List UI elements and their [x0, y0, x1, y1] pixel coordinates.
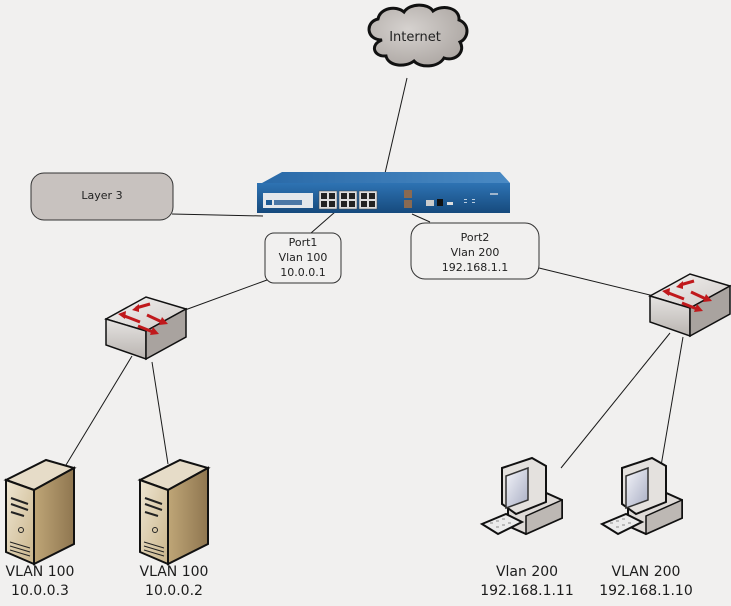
- link-port1-firewall: [310, 211, 336, 234]
- link-port2-right-switch: [538, 267, 655, 297]
- firewall-icon: [257, 172, 510, 213]
- port2-box: [410, 222, 540, 280]
- port1-box: [264, 232, 342, 284]
- link-port1-left-switch: [184, 279, 268, 311]
- workstation1-label: Vlan 200 192.168.1.11: [477, 563, 577, 601]
- link-right-switch-pc2: [660, 336, 684, 467]
- server2-vlan: VLAN 100: [139, 564, 209, 580]
- link-internet-firewall: [382, 77, 408, 183]
- port1-name: Port1: [288, 236, 318, 249]
- port1-ip: 10.0.0.1: [280, 266, 326, 279]
- port2-label: Port2 Vlan 200 192.168.1.1: [411, 230, 539, 275]
- server1-ip: 10.0.0.3: [11, 583, 69, 599]
- port2-ip: 192.168.1.1: [441, 261, 509, 274]
- server-icon: [137, 458, 211, 566]
- server1-label: VLAN 100 10.0.0.3: [0, 563, 80, 601]
- link-left-switch-server2: [151, 361, 169, 465]
- workstation2-vlan: VLAN 200: [611, 564, 681, 580]
- link-port2-firewall: [411, 213, 431, 223]
- layer3-label: Layer 3: [81, 189, 123, 202]
- port1-label: Port1 Vlan 100 10.0.0.1: [265, 235, 341, 280]
- server2-ip: 10.0.0.2: [145, 583, 203, 599]
- workstation2-ip: 192.168.1.10: [599, 583, 693, 599]
- server1-vlan: VLAN 100: [5, 564, 75, 580]
- port2-vlan: Vlan 200: [450, 246, 500, 259]
- left-switch-icon: [104, 296, 188, 361]
- internet-label: Internet: [389, 30, 441, 45]
- port2-name: Port2: [460, 231, 490, 244]
- workstation-icon: [479, 456, 563, 536]
- workstation2-label: VLAN 200 192.168.1.10: [596, 563, 696, 601]
- layer3-box: [30, 172, 174, 221]
- link-right-switch-pc1: [560, 332, 671, 469]
- server-icon: [3, 458, 77, 566]
- workstation1-vlan: Vlan 200: [495, 564, 559, 580]
- link-layer3-firewall: [171, 213, 264, 217]
- internet-cloud-icon: [367, 3, 469, 68]
- right-switch-icon: [648, 273, 731, 338]
- workstation1-ip: 192.168.1.11: [480, 583, 574, 599]
- workstation-icon: [599, 456, 683, 536]
- link-left-switch-server1: [65, 355, 133, 466]
- server2-label: VLAN 100 10.0.0.2: [134, 563, 214, 601]
- port1-vlan: Vlan 100: [278, 251, 328, 264]
